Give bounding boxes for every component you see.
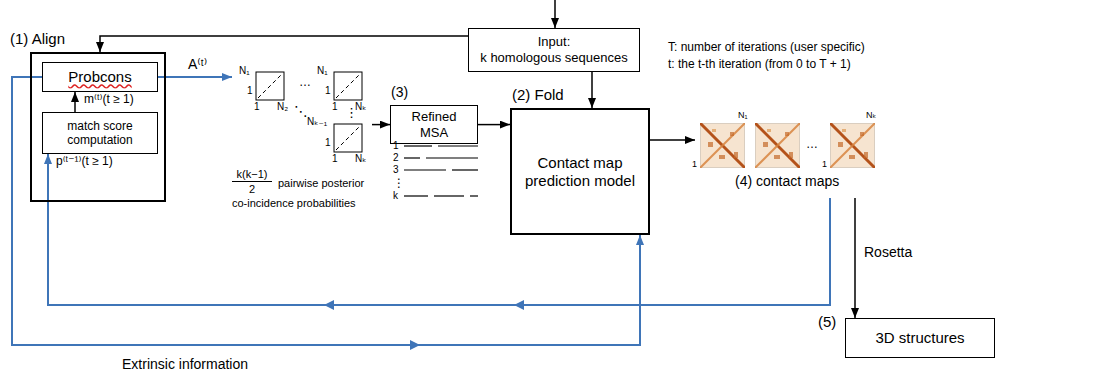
axis-label: 1 <box>332 154 338 164</box>
axis-label: N₁ <box>239 66 250 76</box>
edge-label: A⁽ᵗ⁾ <box>186 56 209 72</box>
extrinsic-arrow <box>158 76 232 78</box>
input-box: Input:k homologous sequences <box>468 28 640 72</box>
flow-arrow <box>478 124 510 126</box>
axis-label: … <box>806 138 818 150</box>
axis-label: 2 <box>393 153 399 163</box>
edge-label: Rosetta <box>862 244 914 260</box>
node-heading: (1) Align <box>10 30 65 48</box>
flow-arrow <box>74 92 76 112</box>
node-label: k homologous sequences <box>480 50 627 66</box>
refined-msa-box: (3)Refined MSA <box>390 105 478 144</box>
flow-arrow <box>591 72 593 108</box>
edge-label: m⁽ᵗ⁾(t ≥ 1) <box>82 93 136 107</box>
msa-rows <box>404 146 478 196</box>
flow-arrow <box>854 198 856 318</box>
node-label: Input: <box>538 34 571 50</box>
node-heading: (4) contact maps <box>735 173 839 190</box>
axis-label: … <box>299 76 311 88</box>
axis-label: 1 <box>247 86 253 96</box>
node-label: match score computation <box>48 119 152 148</box>
structures-box: (5)3D structures <box>845 318 995 358</box>
fold-box: (2) FoldContact map prediction model <box>510 108 650 235</box>
node-label: 3D structures <box>875 329 964 347</box>
match-score-box: match score computation <box>42 112 158 154</box>
contact-maps: (4) contact maps <box>695 118 880 198</box>
axis-label: 1 <box>692 160 697 169</box>
axis-label: 1 <box>393 141 399 151</box>
node-heading: 2 <box>232 183 272 196</box>
probcons-box: Probcons <box>42 62 158 92</box>
axis-label: Nₖ <box>355 154 366 164</box>
edge-label: Extrinsic information <box>120 356 250 372</box>
axis-label: N₁ <box>738 111 748 120</box>
input-arrow <box>554 0 556 28</box>
node-heading: k(k−1) <box>232 168 272 182</box>
note-text: T: number of iterations (user specific) <box>668 40 865 54</box>
flow-arrow <box>100 36 468 52</box>
node-label: Contact map prediction model <box>517 154 643 190</box>
axis-label: 1 <box>822 160 827 169</box>
note-text: t: the t-th iteration (from 0 to T + 1) <box>668 57 851 71</box>
axis-label: ⋮ <box>345 106 358 119</box>
node-label: Probcons <box>68 68 131 86</box>
axis-label: 1 <box>254 102 260 112</box>
flow-direction-marks <box>324 300 524 350</box>
axis-label: 1 <box>332 102 338 112</box>
flow-arrow <box>372 124 390 126</box>
pairwise-matrices <box>256 72 362 152</box>
align-module: (1) AlignProbconsmatch score computation <box>30 52 166 202</box>
axis-label: 1 <box>325 86 331 96</box>
node-label: Refined MSA <box>396 109 472 140</box>
axis-label: Nₖ <box>866 111 876 120</box>
node-heading: pairwise posterior co-incidence probabil… <box>232 173 372 213</box>
node-heading: (3) <box>391 84 408 101</box>
edge-label: p⁽ᵗ⁻¹⁾(t ≥ 1) <box>54 155 115 169</box>
axis-label: N₁ <box>317 66 328 76</box>
axis-label: ⋮ <box>393 177 405 189</box>
contact-map-images <box>700 123 875 168</box>
axis-label: k <box>393 191 398 201</box>
axis-label: ⋱ <box>294 104 308 118</box>
node-heading: (2) Fold <box>512 86 564 104</box>
flow-arrow <box>650 139 695 141</box>
node-heading: (5) <box>818 313 836 331</box>
axis-label: 3 <box>393 165 399 175</box>
axis-label: N₂ <box>277 102 288 112</box>
axis-label: Nₖ₋₁ <box>307 117 327 127</box>
axis-label: 1 <box>325 138 331 148</box>
